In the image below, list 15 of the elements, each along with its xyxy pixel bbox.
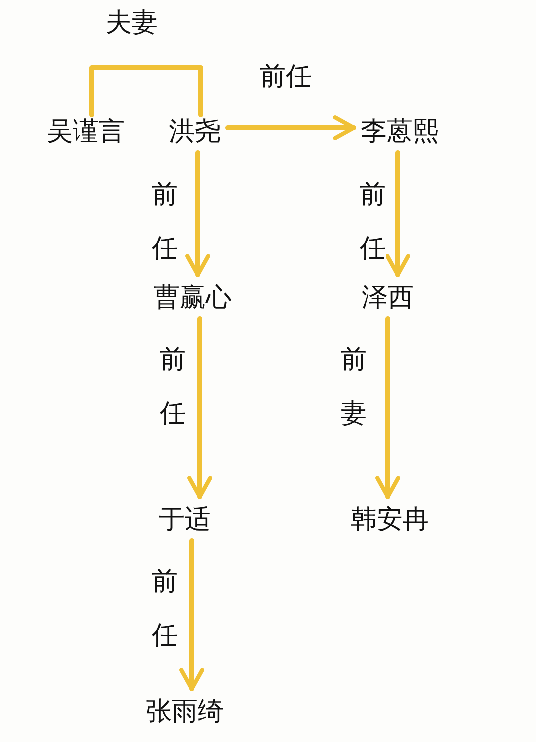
name-text: 泽西 [359, 281, 417, 315]
name-text: 洪尧 [166, 115, 224, 149]
name-text: 李蒽熙 [358, 115, 442, 149]
name-text: 吴谨言 [44, 115, 128, 149]
name-text: 曹赢心 [151, 281, 235, 315]
name-text: 于适 [156, 503, 214, 537]
arrow [188, 316, 212, 500]
arrow [180, 538, 204, 692]
name-text: 张雨绮 [143, 695, 227, 729]
arrow [376, 316, 400, 500]
arrow [226, 116, 356, 140]
arrow [186, 150, 210, 278]
bracket-connector [90, 66, 204, 118]
arrow [386, 150, 410, 278]
name-text: 韩安冉 [348, 503, 432, 537]
